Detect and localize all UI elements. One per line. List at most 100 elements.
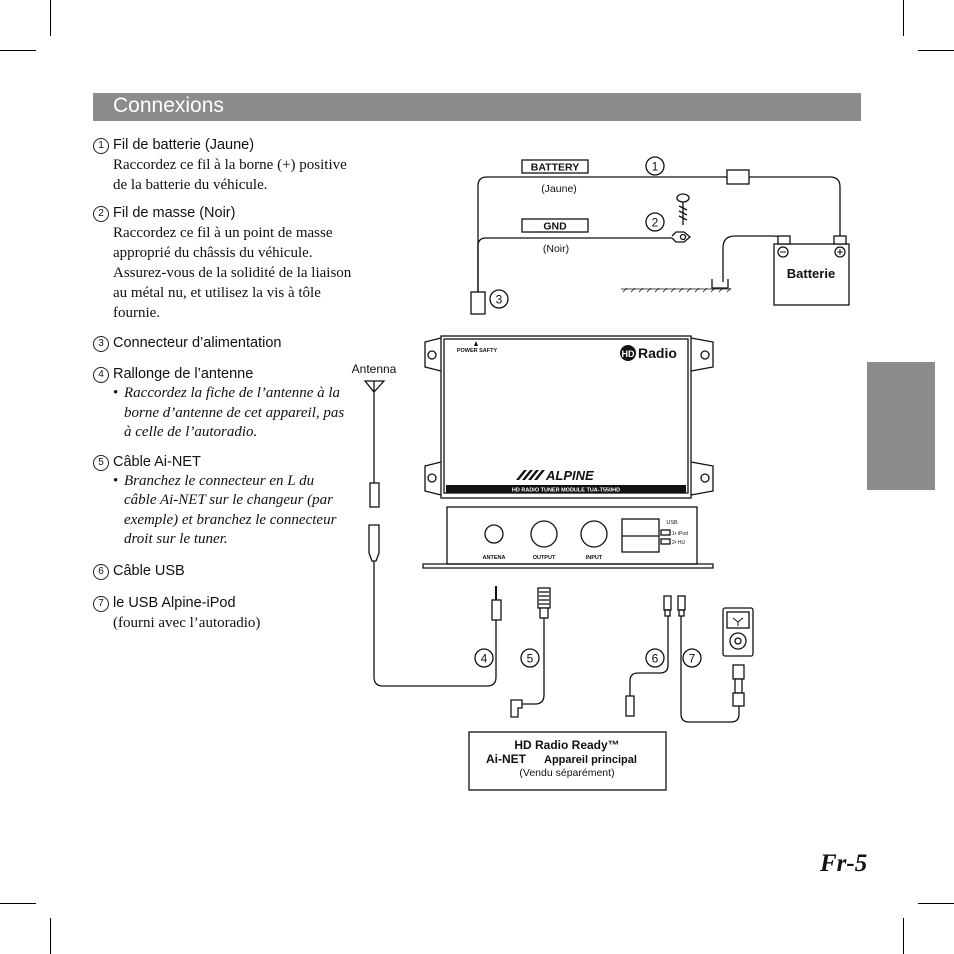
gnd-tag: [521, 218, 589, 233]
usb-plug-1: [663, 595, 672, 617]
power-safety-label: POWER SAFTY: [457, 348, 498, 354]
callout-6: 6: [645, 648, 665, 668]
item-number: 7: [93, 595, 109, 612]
usb-cable-2: [680, 616, 740, 723]
callout-3: 3: [489, 289, 509, 309]
head-unit-note: (Vendu séparément): [519, 767, 614, 779]
minus-icon: [777, 246, 789, 258]
ainet-straight-connector: [537, 587, 551, 619]
list-item: 7 le USB Alpine-iPod (fourni avec l’auto…: [93, 594, 353, 633]
item-bullet: Branchez le connecteur en L du câble Ai-…: [113, 472, 353, 550]
item-number: 6: [93, 563, 109, 580]
battery-box-label: Batterie: [787, 266, 835, 281]
power-connector: [470, 291, 486, 315]
svg-text:4: 4: [481, 652, 488, 666]
gnd-wire-color: (Noir): [543, 243, 569, 255]
crop-mark: [0, 50, 36, 51]
callout-5: 5: [520, 648, 540, 668]
item-heading: Câble USB: [113, 562, 185, 579]
page-prefix: Fr: [820, 850, 847, 877]
battery-wire-end: [749, 176, 841, 236]
antenna-port-label: ANTENA: [483, 555, 506, 561]
input-port-label: INPUT: [586, 555, 603, 561]
list-item: 1 Fil de batterie (Jaune) Raccordez ce f…: [93, 136, 353, 195]
fuse: [726, 169, 750, 185]
page-num: -5: [846, 850, 868, 877]
svg-text:6: 6: [652, 652, 659, 666]
hd-radio-logo: HD Radio: [620, 345, 677, 361]
crop-mark: [50, 918, 51, 954]
antenna-extension-cable: [373, 561, 497, 687]
alpine-wordmark: ALPINE: [545, 468, 594, 483]
battery-wire: [477, 176, 727, 292]
item-heading: Rallonge de l’antenne: [113, 366, 254, 382]
svg-text:1: 1: [652, 160, 659, 174]
input-port: [580, 520, 608, 548]
head-unit-name: Appareil principal: [544, 754, 637, 766]
crop-mark: [903, 918, 904, 954]
hd-mark: HD: [622, 349, 635, 359]
list-item: 6 Câble USB: [93, 562, 353, 581]
battery-wire-color: (Jaune): [541, 183, 577, 195]
screw-icon: [676, 193, 690, 225]
tuner-module: [440, 335, 692, 499]
battery-terminal-pos: [833, 235, 847, 245]
item-text: Raccordez ce fil à un point de masse app…: [113, 225, 352, 321]
crop-mark: [918, 903, 954, 904]
head-unit-ainet: Ai-NET: [486, 752, 527, 766]
crop-mark: [0, 903, 36, 904]
antenna-extension-plug: [368, 524, 380, 562]
battery-tag: [521, 159, 589, 174]
usb-port-1: [660, 529, 671, 536]
chassis-mount: [711, 279, 729, 289]
callout-2: 2: [645, 212, 665, 232]
tuner-mount-right: [690, 337, 714, 496]
battery-icon: [773, 243, 850, 306]
ipod-dock-connector: [732, 664, 745, 680]
item-text: Raccordez ce fil à la borne (+) positive…: [113, 157, 347, 193]
antenna-extension-connector: [491, 586, 502, 621]
antenna-port: [484, 524, 504, 544]
module-label: HD RADIO TUNER MODULE TUA-T550HD: [512, 488, 620, 494]
item-bullet: Raccordez la fiche de l’antenne à la bor…: [113, 384, 353, 443]
item-text: (fourni avec l’autoradio): [113, 614, 261, 631]
tuner-mount-left: [424, 337, 442, 496]
usb-plug-2: [677, 595, 686, 617]
antenna-plug: [369, 482, 380, 508]
usb-label: USB: [666, 520, 678, 526]
battery-terminal-neg: [777, 235, 791, 245]
list-item: 5 Câble Ai-NET Branchez le connecteur en…: [93, 453, 353, 550]
item-number: 1: [93, 138, 109, 154]
svg-text:5: 5: [527, 652, 534, 666]
crop-mark: [918, 50, 954, 51]
callout-7: 7: [682, 648, 702, 668]
ainet-cable: [522, 618, 545, 705]
ring-terminal-icon: [671, 231, 692, 243]
section-banner: Connexions: [93, 93, 861, 121]
crop-mark: [903, 0, 904, 36]
usb-head-unit-plug: [625, 695, 635, 717]
svg-text:2: 2: [652, 216, 659, 230]
front-mount: [422, 563, 714, 569]
svg-text:3: 3: [496, 293, 503, 307]
usb-hu-label: 2• HU: [672, 540, 686, 546]
connection-list: 1 Fil de batterie (Jaune) Raccordez ce f…: [93, 136, 353, 633]
item-heading: le USB Alpine-iPod: [113, 594, 236, 611]
list-item: 2 Fil de masse (Noir) Raccordez ce fil à…: [93, 204, 353, 323]
output-port: [530, 520, 558, 548]
language-tab: [867, 362, 935, 490]
gnd-tag-label: GND: [543, 221, 567, 233]
list-item: 3 Connecteur d’alimentation: [93, 334, 353, 353]
callout-4: 4: [474, 648, 494, 668]
crop-mark: [50, 0, 51, 36]
item-number: 3: [93, 336, 109, 352]
usb-ipod-label: 1• iPod: [672, 531, 688, 537]
chassis-ground: [621, 287, 732, 293]
item-heading: Fil de batterie (Jaune): [113, 137, 255, 153]
battery-tag-label: BATTERY: [531, 162, 579, 174]
page-number: Fr-5: [820, 850, 867, 878]
output-port-label: OUTPUT: [533, 555, 556, 561]
item-number: 4: [93, 367, 109, 383]
item-heading: Connecteur d’alimentation: [113, 335, 282, 351]
